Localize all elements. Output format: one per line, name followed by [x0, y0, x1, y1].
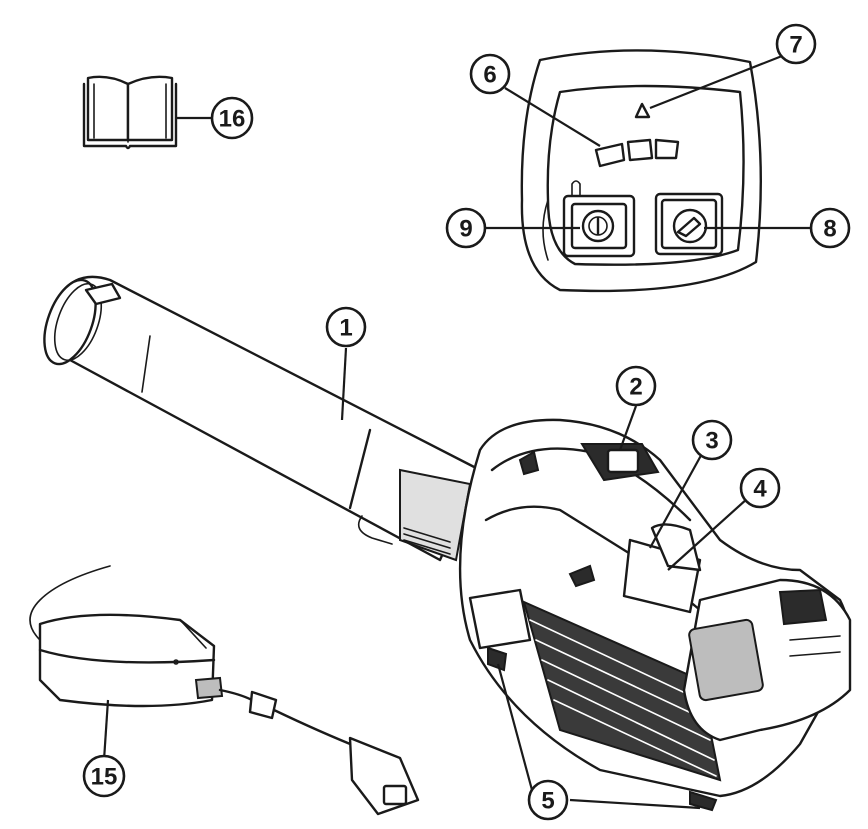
- svg-text:1: 1: [339, 315, 352, 342]
- blower-tube: [43, 275, 482, 562]
- callout-16: 16: [210, 96, 254, 140]
- svg-text:2: 2: [629, 374, 642, 401]
- svg-text:4: 4: [753, 476, 767, 503]
- callout-3: 3: [691, 419, 733, 461]
- boost-button: [654, 192, 724, 256]
- handle-control-panel: [580, 443, 660, 482]
- battery-charger: [29, 565, 420, 816]
- manual-book-icon: [82, 75, 178, 150]
- air-vent-grille: [522, 600, 722, 782]
- control-panel-closeup: [520, 49, 762, 293]
- svg-text:7: 7: [789, 32, 802, 59]
- callout-5: 5: [527, 779, 569, 821]
- battery-level-indicator: [594, 138, 680, 168]
- svg-text:3: 3: [705, 428, 718, 455]
- svg-text:15: 15: [91, 764, 118, 791]
- svg-text:16: 16: [219, 106, 246, 133]
- callout-4: 4: [739, 467, 781, 509]
- svg-text:5: 5: [541, 788, 554, 815]
- warning-triangle-icon: [634, 102, 651, 119]
- motor-housing: [458, 418, 852, 812]
- callout-2: 2: [615, 365, 657, 407]
- boost-icon: [676, 216, 702, 238]
- callout-8: 8: [809, 207, 851, 249]
- svg-text:9: 9: [459, 216, 472, 243]
- svg-text:6: 6: [483, 62, 496, 89]
- callout-1: 1: [325, 306, 367, 348]
- callout-6: 6: [469, 53, 511, 95]
- callout-7: 7: [775, 23, 817, 65]
- power-button: [562, 180, 636, 258]
- battery-pack: [682, 578, 852, 742]
- callout-9: 9: [445, 207, 487, 249]
- svg-text:8: 8: [823, 216, 836, 243]
- callout-15: 15: [82, 754, 126, 798]
